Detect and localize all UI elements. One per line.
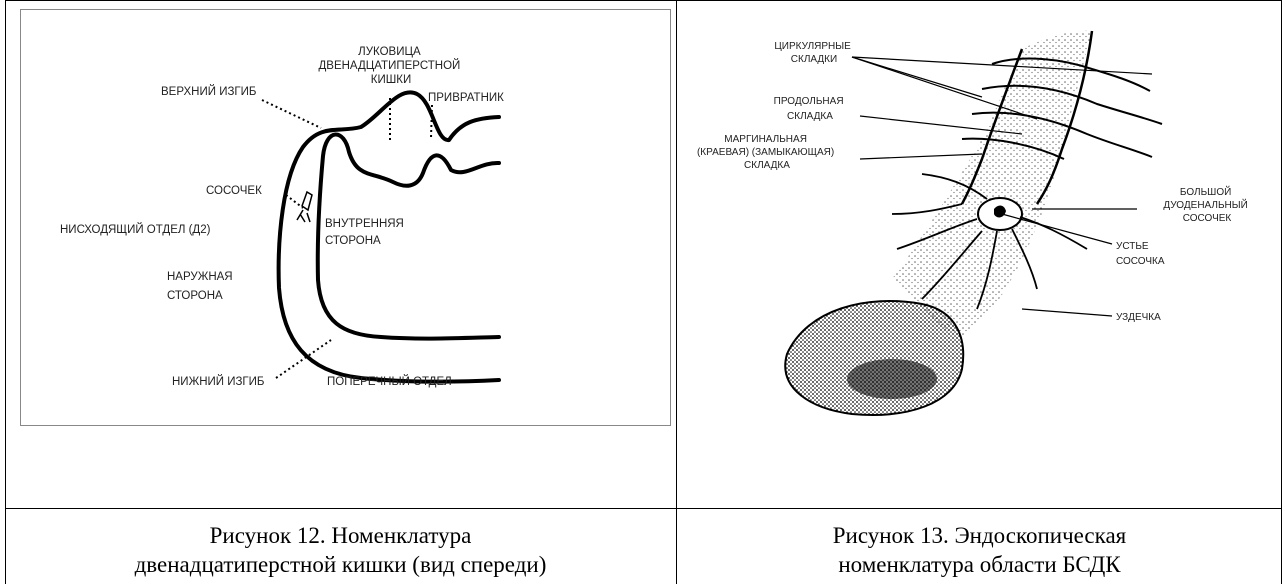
label-orifice: УСТЬЕ СОСОЧКА (1116, 241, 1165, 267)
label-longitudinal: ПРОДОЛЬНАЯ СКЛАДКА (774, 96, 847, 122)
label-major-papilla: БОЛЬШОЙ ДУОДЕНАЛЬНЫЙ СОСОЧЕК (1163, 185, 1250, 224)
marginal-leader (860, 154, 982, 159)
upper-bend-leader (262, 100, 321, 128)
lumen-shadow (847, 359, 937, 399)
label-descending: НИСХОДЯЩИЙ ОТДЕЛ (Д2) (60, 223, 211, 236)
frenulum-leader (1022, 309, 1112, 316)
figure-12-caption-line-1: Рисунок 12. Номенклатура (6, 521, 675, 550)
label-papilla: СОСОЧЕК (206, 185, 262, 197)
figure-13-caption-line-2: номенклатура области БСДК (678, 550, 1281, 579)
figure-13-caption-line-1: Рисунок 13. Эндоскопическая (678, 521, 1281, 550)
tube-shading (892, 31, 1092, 339)
figure-13-caption: Рисунок 13. Эндоскопическая номенклатура… (678, 521, 1281, 579)
label-frenulum: УЗДЕЧКА (1116, 312, 1161, 323)
figure-12-caption: Рисунок 12. Номенклатура двенадцатиперст… (6, 521, 675, 579)
papilla-leader (286, 195, 303, 208)
duodenum-drawing: ЛУКОВИЦА ДВЕНАДЦАТИПЕРСТНОЙ КИШКИ ВЕРХНИ… (21, 10, 672, 427)
label-marginal: МАРГИНАЛЬНАЯ (КРАЕВАЯ) (ЗАМЫКАЮЩАЯ) СКЛА… (697, 134, 837, 171)
lumen-opening (785, 301, 963, 415)
label-inner-side: ВНУТРЕННЯЯ СТОРОНА (325, 218, 407, 247)
papilla-icon (297, 192, 312, 222)
lower-bend-leader (276, 340, 331, 378)
label-outer-side: НАРУЖНАЯ СТОРОНА (167, 271, 236, 302)
label-pylorus: ПРИВРАТНИК (428, 92, 504, 104)
figure-12-caption-line-2: двенадцатиперстной кишки (вид спереди) (6, 550, 675, 579)
label-transverse: ПОПЕРЕЧНЫЙ ОТДЕЛ (327, 375, 452, 388)
table-row-divider (5, 508, 1282, 509)
figure-13-endoscopic-diagram: ЦИРКУЛЯРНЫЕ СКЛАДКИ ПРОДОЛЬНАЯ СКЛАДКА М… (692, 9, 1270, 426)
table-column-divider (676, 0, 677, 584)
label-lower-bend: НИЖНИЙ ИЗГИБ (172, 375, 264, 388)
endoscopic-drawing: ЦИРКУЛЯРНЫЕ СКЛАДКИ ПРОДОЛЬНАЯ СКЛАДКА М… (692, 9, 1270, 426)
label-bulb: ЛУКОВИЦА ДВЕНАДЦАТИПЕРСТНОЙ КИШКИ (319, 46, 464, 86)
label-upper-bend: ВЕРХНИЙ ИЗГИБ (161, 85, 256, 98)
figure-12-duodenum-diagram: ЛУКОВИЦА ДВЕНАДЦАТИПЕРСТНОЙ КИШКИ ВЕРХНИ… (20, 9, 671, 426)
label-circular: ЦИРКУЛЯРНЫЕ СКЛАДКИ (774, 41, 853, 65)
